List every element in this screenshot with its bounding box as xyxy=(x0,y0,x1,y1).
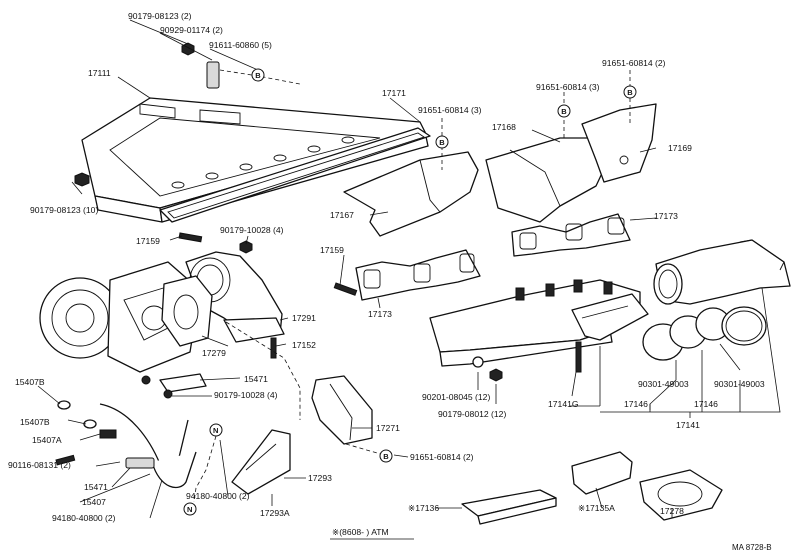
label-17169: 17169 xyxy=(668,143,692,153)
label-91651-60814-3b: 91651-60814 (3) xyxy=(536,82,600,92)
svg-text:B: B xyxy=(255,71,261,80)
label-17291: 17291 xyxy=(292,313,316,323)
label-17111: 17111 xyxy=(88,68,111,78)
svg-text:B: B xyxy=(561,107,567,116)
seal-rings xyxy=(642,306,767,361)
symbol-B-5: B xyxy=(379,449,393,463)
label-17173a: 17173 xyxy=(654,211,678,221)
label-15471b: 15471 xyxy=(84,482,108,492)
label-90179-10028-4a: 90179-10028 (4) xyxy=(220,225,284,235)
gasket-17278 xyxy=(639,469,723,521)
label-17168: 17168 xyxy=(492,122,516,132)
label-90179-08123-10: 90179-08123 (10) xyxy=(30,205,98,215)
label-90179-08012-12: 90179-08012 (12) xyxy=(438,409,506,419)
label-90301-49003a: 90301-49003 xyxy=(638,379,689,389)
svg-text:B: B xyxy=(439,138,445,147)
label-17171: 17171 xyxy=(382,88,406,98)
manifold-gasket-17173a xyxy=(511,213,631,257)
symbol-B-3: B xyxy=(557,104,571,118)
label-15471a: 15471 xyxy=(244,374,268,384)
label-17167: 17167 xyxy=(330,210,354,220)
label-94180-40800-2a: 94180-40800 (2) xyxy=(186,491,250,501)
label-15407B-b: 15407B xyxy=(20,417,50,427)
label-17135A: ※17135A xyxy=(578,503,615,513)
gasket-17171 xyxy=(159,127,431,223)
label-17159a: 17159 xyxy=(136,236,160,246)
label-17141G: 17141G xyxy=(548,399,579,409)
heat-insulator-17169 xyxy=(581,103,657,183)
manifold-gasket-17173b xyxy=(355,249,481,301)
label-17173b: 17173 xyxy=(368,309,392,319)
label-15407B-a: 15407B xyxy=(15,377,45,387)
svg-text:N: N xyxy=(187,505,192,514)
bracket-17293 xyxy=(231,429,291,495)
heat-insulator-17168 xyxy=(485,137,613,223)
label-17146a: 17146 xyxy=(624,399,648,409)
label-17278: 17278 xyxy=(660,506,684,516)
label-17293: 17293 xyxy=(308,473,332,483)
symbol-B-4: B xyxy=(623,85,637,99)
label-91651-60814-2a: 91651-60814 (2) xyxy=(602,58,666,68)
symbol-N-2: N xyxy=(183,502,197,516)
label-90301-49003b: 90301-49003 xyxy=(714,379,765,389)
label-90116-08131-2: 90116-08131 (2) xyxy=(8,460,71,470)
label-94180-40800-2b: 94180-40800 (2) xyxy=(52,513,116,523)
exhaust-manifold-17141 xyxy=(429,239,791,373)
heat-insulator-17167 xyxy=(343,151,479,237)
label-17146b: 17146 xyxy=(694,399,718,409)
label-90929-01174-2: 90929-01174 (2) xyxy=(160,25,223,35)
svg-text:N: N xyxy=(213,426,218,435)
label-17141: 17141 xyxy=(676,420,700,430)
diagram-reference: MA 8728-B xyxy=(732,543,772,552)
symbol-B-1: B xyxy=(251,68,265,82)
label-17152: 17152 xyxy=(292,340,316,350)
label-90201-08045-12: 90201-08045 (12) xyxy=(422,392,490,402)
label-15407: 15407 xyxy=(82,497,106,507)
svg-text:B: B xyxy=(383,452,389,461)
part-labels: 90179-08123 (2) 90929-01174 (2) 91611-60… xyxy=(8,11,772,552)
oil-pipe-15407 xyxy=(55,373,207,489)
label-17136: ※17136 xyxy=(408,503,439,513)
label-17159b: 17159 xyxy=(320,245,344,255)
label-90179-08123-2: 90179-08123 (2) xyxy=(128,11,192,21)
symbol-N-1: N xyxy=(209,423,223,437)
leader-lines xyxy=(37,19,781,519)
label-17279: 17279 xyxy=(202,348,226,358)
label-91651-60814-2b: 91651-60814 (2) xyxy=(410,452,474,462)
label-17293A: 17293A xyxy=(260,508,290,518)
footnote-atm: ※(8608- ) ATM xyxy=(332,527,389,537)
label-91651-60814-3a: 91651-60814 (3) xyxy=(418,105,482,115)
label-91611-60860-5: 91611-60860 (5) xyxy=(209,40,272,50)
cover-17135A xyxy=(571,451,633,495)
label-90179-10028-4b: 90179-10028 (4) xyxy=(214,390,278,400)
symbol-B-2: B xyxy=(435,135,449,149)
gasket-17136 xyxy=(461,489,557,525)
label-17271: 17271 xyxy=(376,423,400,433)
heat-protector-17271 xyxy=(311,375,373,445)
svg-text:B: B xyxy=(627,88,633,97)
label-15407A: 15407A xyxy=(32,435,62,445)
